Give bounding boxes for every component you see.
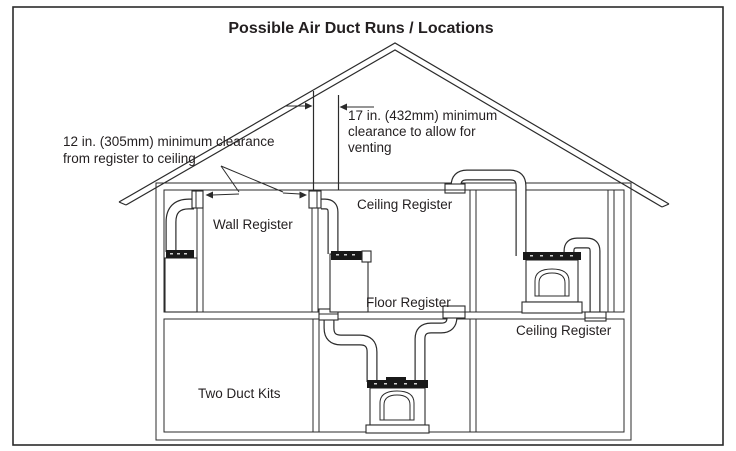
- interior-walls: [196, 189, 615, 433]
- vent-flue: [312, 91, 340, 190]
- fireplace-lower-top: [367, 380, 428, 388]
- fireplace-lower-door-outer: [379, 390, 415, 421]
- roof-inner-line: [125, 49, 663, 208]
- ceiling-register-lower-grille: [584, 311, 607, 322]
- venting-clearance-line3: venting: [348, 140, 392, 155]
- fireplace-lower: [365, 377, 430, 434]
- upper-wall-left: [196, 189, 204, 313]
- label-ceiling-register-upper: Ceiling Register: [357, 197, 453, 212]
- fireplace-upper-right-door-outer: [534, 268, 570, 297]
- lower-wall-left: [312, 318, 320, 433]
- fireplace-upper-right: [521, 252, 583, 314]
- ceiling-register-upper-grille: [444, 183, 466, 194]
- lower-wall-right: [469, 318, 477, 433]
- clearance-arrows: [286, 102, 374, 111]
- venting-arrow-right-head: [339, 103, 347, 111]
- label-two-duct-kits: Two Duct Kits: [198, 386, 281, 401]
- roof-left-eave-cap: [118, 201, 127, 206]
- ducts: [165, 169, 601, 382]
- leader-right: [220, 165, 284, 193]
- roof: [118, 42, 670, 208]
- venting-arrow-left-head: [305, 102, 313, 110]
- registers: [191, 183, 607, 322]
- venting-clearance-line2: clearance to allow for: [348, 124, 476, 139]
- label-floor-register: Floor Register: [366, 295, 451, 310]
- figure-border: [12, 6, 724, 446]
- house-outer-shell: [155, 182, 632, 441]
- upper-wall-middle: [311, 189, 319, 313]
- label-ceiling-register-lower: Ceiling Register: [516, 323, 612, 338]
- duct-kit-left: [323, 314, 378, 382]
- upper-chase-wall: [607, 189, 615, 313]
- duct-to-upper-ceiling-register: [450, 169, 527, 256]
- fireplace-upper-right-door-inner: [538, 272, 566, 297]
- register-clearance-line2: from register to ceiling: [63, 151, 196, 166]
- fireplace-upper-middle-vent-box: [361, 250, 372, 263]
- fireplace-lower-base: [365, 424, 430, 434]
- fireplace-upper-right-base: [521, 301, 583, 314]
- figure-title: Possible Air Duct Runs / Locations: [228, 20, 493, 37]
- roof-right-eave-cap: [661, 203, 670, 208]
- fireplace-upper-left-body: [164, 257, 198, 313]
- leader-left-arrowhead: [205, 191, 213, 199]
- fireplace-upper-middle: [329, 250, 372, 313]
- fireplace-lower-body: [369, 387, 426, 426]
- roof-outer-line: [118, 42, 670, 205]
- label-wall-register: Wall Register: [213, 217, 293, 232]
- annotation-venting-clearance: 17 in. (432mm) minimum clearance to allo…: [348, 108, 497, 155]
- annotation-register-clearance: 12 in. (305mm) minimum clearance from re…: [63, 134, 275, 166]
- upper-room-inner-shell: [163, 189, 625, 313]
- upper-wall-right: [469, 189, 477, 313]
- wall-register-right: [308, 190, 322, 209]
- fireplace-upper-middle-body: [329, 253, 369, 313]
- venting-clearance-line1: 17 in. (432mm) minimum: [348, 108, 497, 123]
- leader-left: [220, 165, 240, 193]
- register-clearance-leaders: [205, 165, 307, 199]
- leader-right-arrowhead: [299, 191, 307, 199]
- wall-register-left: [191, 190, 204, 209]
- register-clearance-line1: 12 in. (305mm) minimum clearance: [63, 134, 275, 149]
- fireplace-lower-door-inner: [383, 394, 411, 421]
- fireplace-upper-left: [164, 250, 198, 313]
